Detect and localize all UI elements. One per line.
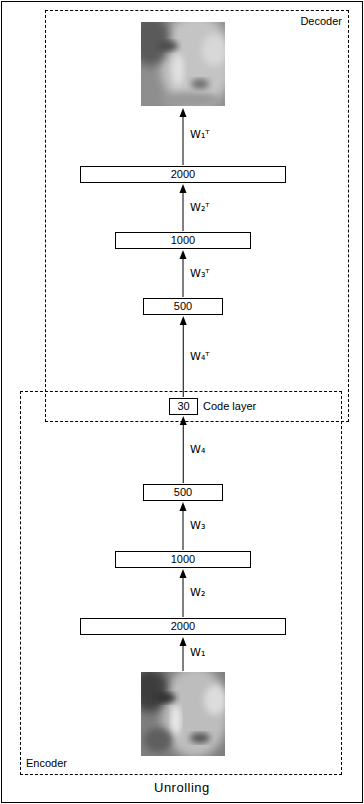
figure-caption: Unrolling	[154, 780, 210, 795]
weight-label: W₂ᵀ	[190, 201, 210, 215]
connector-line	[183, 424, 184, 483]
arrow-head	[180, 416, 187, 425]
connector-line	[183, 192, 184, 231]
weight-arrow	[180, 316, 187, 397]
arrow-head	[180, 250, 187, 259]
layer-size: 1000	[167, 552, 199, 567]
dashed-region: Encoder 500 1000 2000	[20, 391, 342, 775]
arrow-head	[180, 316, 187, 325]
weight-arrow	[180, 250, 187, 297]
layer-box: 1000	[115, 232, 251, 249]
connector-line	[183, 577, 184, 617]
layer-size: 2000	[167, 167, 199, 182]
layer-box: 2000	[80, 166, 286, 183]
layer-box: 2000	[80, 618, 286, 635]
arrow-head	[180, 502, 187, 511]
connector-line	[183, 510, 184, 550]
weight-arrow	[180, 108, 187, 165]
layer-size: 1000	[167, 233, 199, 248]
face-image	[141, 22, 225, 106]
weight-arrow	[180, 416, 187, 483]
layer-size: 2000	[167, 619, 199, 634]
weight-arrow	[180, 637, 187, 671]
code-layer-box: 30Code layer	[169, 398, 198, 415]
weight-arrow	[180, 569, 187, 617]
layer-title: Code layer	[203, 399, 256, 414]
weight-label: W₃	[190, 519, 205, 533]
layer-box: 1000	[115, 551, 251, 568]
arrow-head	[180, 569, 187, 578]
weight-arrow	[180, 502, 187, 550]
weight-label: W₁	[190, 646, 205, 660]
layer-box: 500	[143, 298, 223, 315]
face-image	[141, 672, 225, 756]
connector-line	[183, 258, 184, 297]
layer-size: 30	[173, 399, 193, 414]
region-title: Decoder	[300, 15, 342, 28]
weight-label: W₄ᵀ	[190, 350, 210, 364]
weight-label: W₃ᵀ	[190, 267, 210, 281]
arrow-head	[180, 184, 187, 193]
layer-box: 500	[143, 484, 223, 501]
connector-line	[183, 324, 184, 397]
layer-size: 500	[170, 485, 196, 500]
weight-label: W₂	[190, 586, 205, 600]
weight-arrow	[180, 184, 187, 231]
layer-size: 500	[170, 299, 196, 314]
weight-label: W₄	[190, 443, 205, 457]
weight-label: W₁ᵀ	[190, 128, 210, 142]
region-title: Encoder	[26, 757, 67, 770]
